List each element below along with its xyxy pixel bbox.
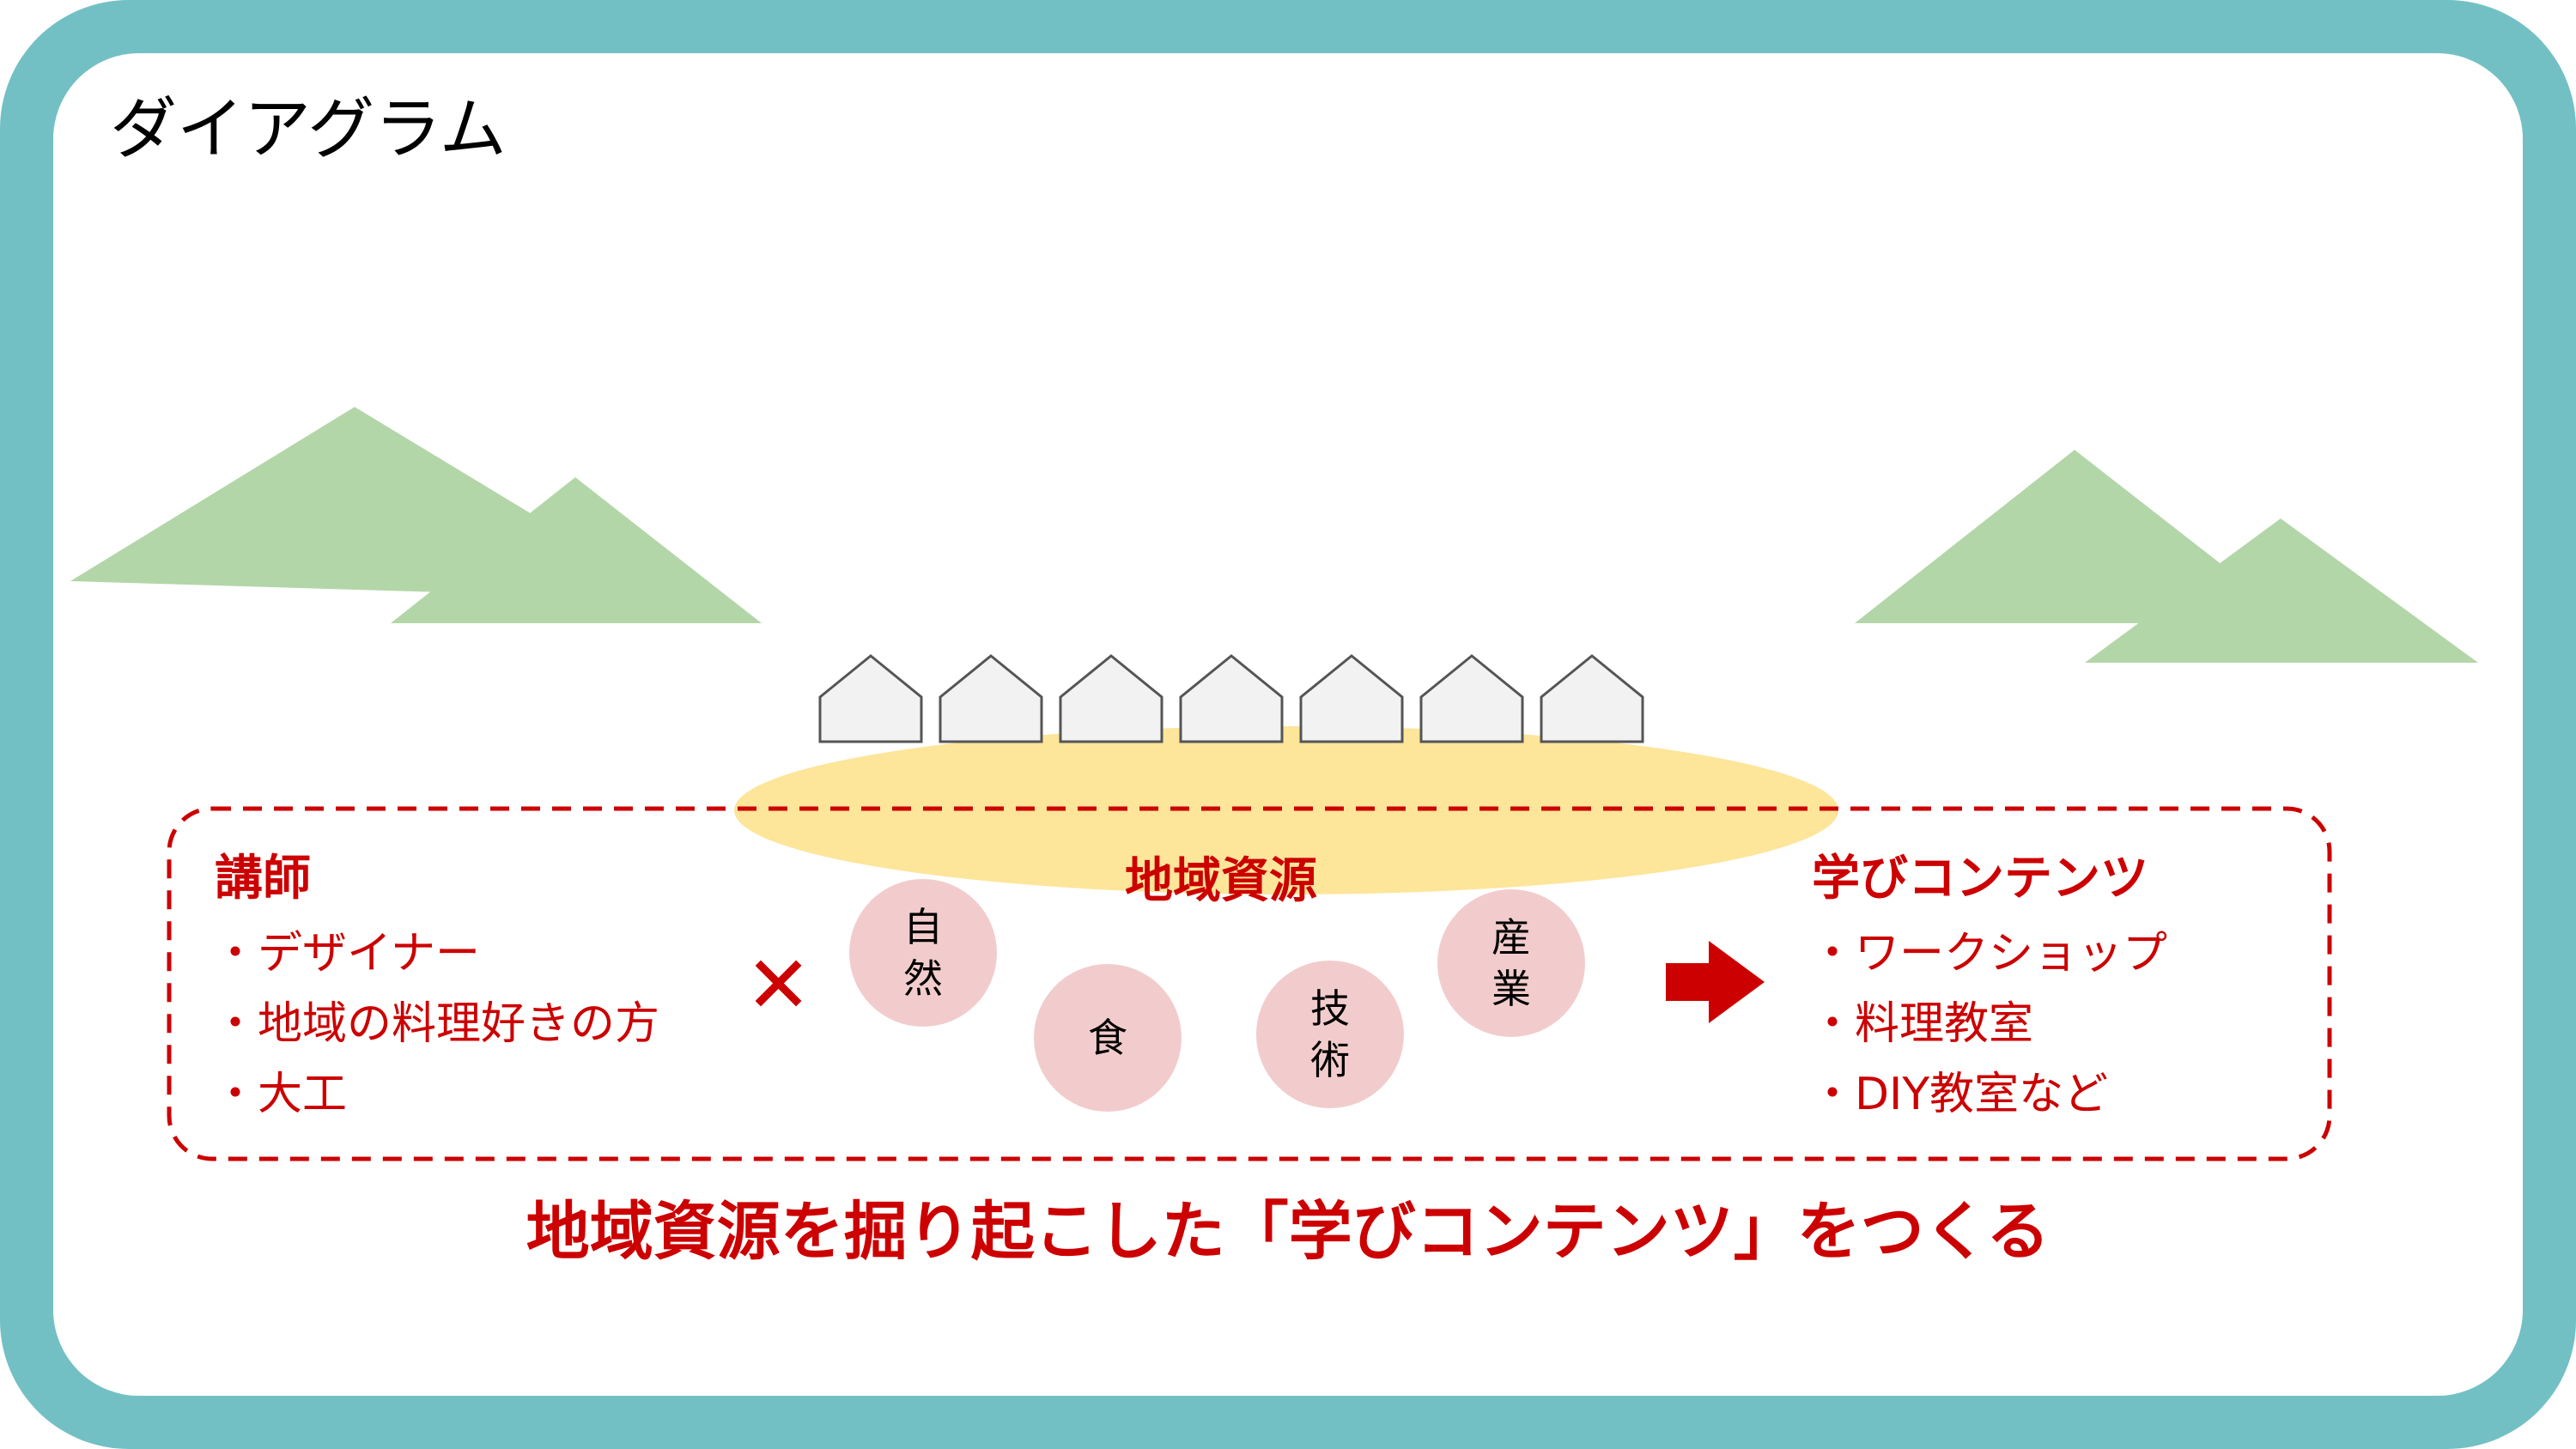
teacher-item: ・地域の料理好きの方 xyxy=(213,998,660,1050)
resource-circle-technique xyxy=(1256,961,1404,1108)
content-item: ・DIY教室など xyxy=(1810,1069,2109,1120)
content-panel xyxy=(53,53,2523,1396)
contents-list: ・ワークショップ ・料理教室 ・DIY教室など xyxy=(1810,919,2167,1130)
content-item: ・料理教室 xyxy=(1810,998,2034,1050)
house-icon xyxy=(1540,654,1644,743)
house-icon xyxy=(939,654,1043,743)
house-icon xyxy=(1059,654,1163,743)
resource-circle-industry xyxy=(1437,889,1585,1037)
house-icon xyxy=(1419,654,1524,743)
arrow-right-icon xyxy=(1666,941,1765,1023)
mountain-right-back xyxy=(1855,450,2297,623)
mountain-right-front xyxy=(2085,518,2478,663)
teacher-item: ・大工 xyxy=(213,1069,348,1120)
house-icon xyxy=(1179,654,1284,743)
resource-circle-nature xyxy=(849,879,997,1027)
house-icon xyxy=(1299,654,1404,743)
mountain-left-front xyxy=(391,477,762,623)
house-icon xyxy=(818,654,923,743)
footer-message: 地域資源を掘り起こした「学びコンテンツ」をつくる xyxy=(526,1195,2050,1269)
teachers-heading: 講師 xyxy=(215,851,311,906)
content-item: ・ワークショップ xyxy=(1810,928,2168,979)
village-glow xyxy=(734,726,1838,894)
resources-heading: 地域資源 xyxy=(1125,853,1317,909)
teachers-list: ・デザイナー ・地域の料理好きの方 ・大工 xyxy=(213,919,659,1130)
dashed-box xyxy=(167,806,2332,1161)
page-title: ダイアグラム xyxy=(110,91,507,168)
village-houses xyxy=(818,654,1644,743)
resource-label-technique: 技 術 xyxy=(1310,985,1350,1083)
resource-label-industry: 産 業 xyxy=(1492,914,1531,1012)
resource-label-food: 食 xyxy=(1088,1015,1127,1061)
multiply-icon: ✕ xyxy=(745,939,812,1031)
resource-circle-food xyxy=(1034,964,1182,1112)
contents-heading: 学びコンテンツ xyxy=(1812,851,2148,906)
resource-label-nature: 自 然 xyxy=(903,904,943,1002)
teacher-item: ・デザイナー xyxy=(213,928,480,979)
